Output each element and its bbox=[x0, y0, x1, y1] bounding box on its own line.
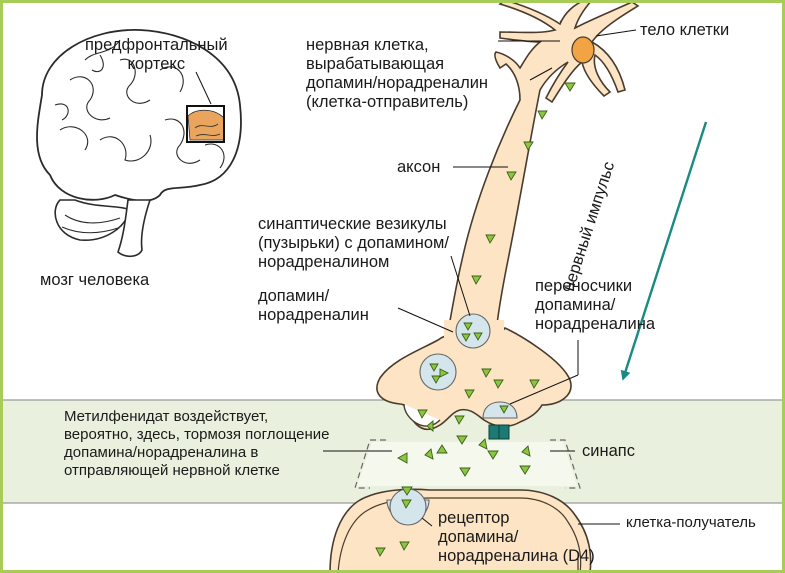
nucleus bbox=[572, 37, 594, 63]
label-cell-body: тело клетки bbox=[640, 21, 729, 40]
prefrontal-area bbox=[188, 110, 224, 140]
synaptic-cleft bbox=[357, 442, 577, 486]
label-dopamine: допамин/норадреналин bbox=[258, 287, 369, 325]
label-receiver-cell: клетка-получатель bbox=[626, 514, 756, 532]
label-synaptic-vesicles: синаптические везикулы(пузырьки) с допам… bbox=[258, 215, 449, 272]
receptor-vesicle bbox=[390, 489, 426, 525]
label-human-brain: мозг человека bbox=[40, 271, 149, 290]
label-axon: аксон bbox=[397, 158, 440, 177]
label-methylphenidate: Метилфенидат воздействует,вероятно, здес… bbox=[64, 408, 330, 480]
label-synapse: синапс bbox=[582, 442, 635, 461]
